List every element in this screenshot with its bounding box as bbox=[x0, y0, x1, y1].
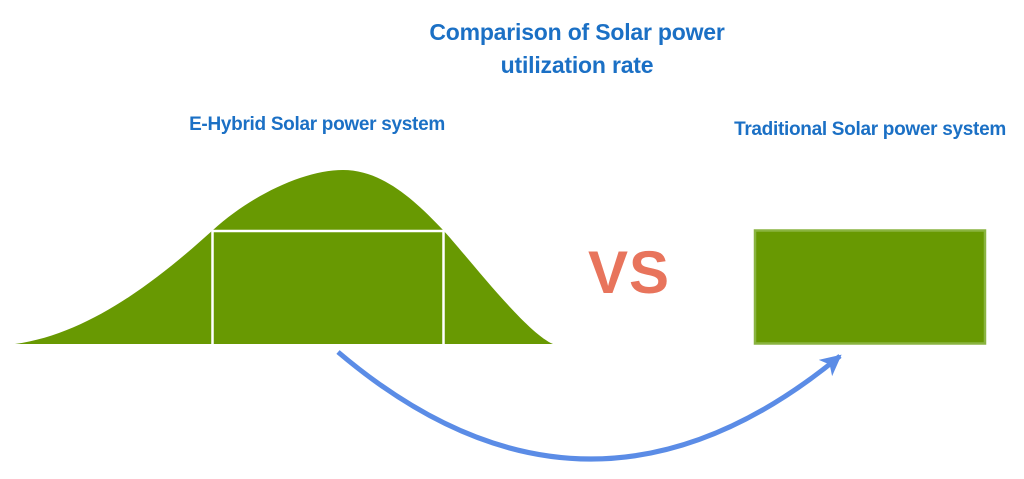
utilized-energy-outline bbox=[211, 229, 445, 344]
page-title-line2: utilization rate bbox=[500, 52, 654, 78]
page-title-line1: Comparison of Solar power bbox=[429, 19, 725, 45]
traditional-output-rect bbox=[753, 229, 987, 345]
hybrid-output-curve-shape bbox=[15, 170, 553, 344]
hybrid-system-label: E-Hybrid Solar power system bbox=[189, 114, 445, 135]
traditional-system-label: Traditional Solar power system bbox=[734, 119, 1006, 140]
versus-label: VS bbox=[588, 239, 671, 306]
page-title: Comparison of Solar power utilization ra… bbox=[362, 16, 792, 82]
curved-arrow-icon bbox=[336, 350, 842, 462]
